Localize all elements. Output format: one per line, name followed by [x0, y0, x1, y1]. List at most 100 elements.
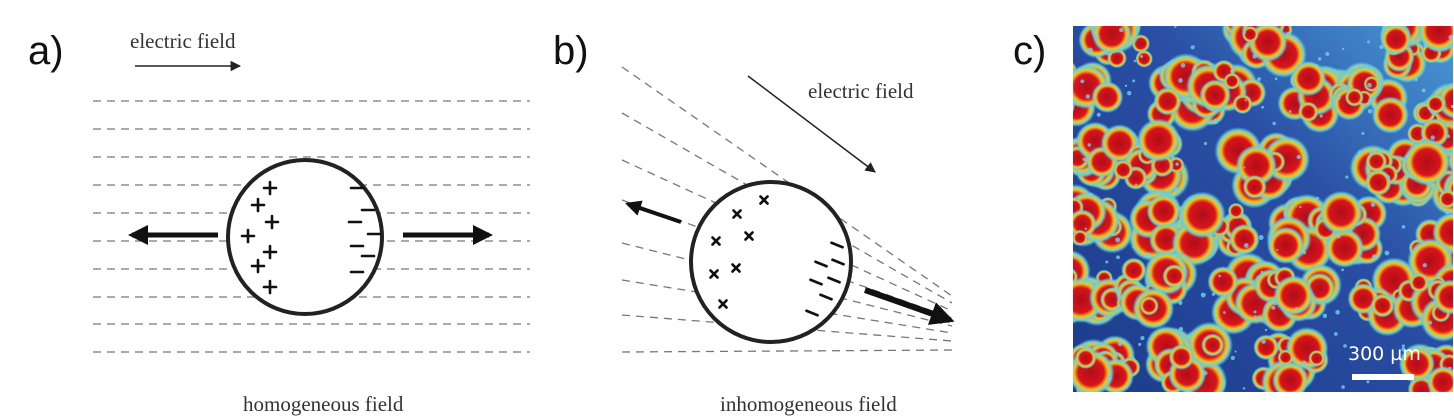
particle-dot — [1367, 82, 1372, 88]
particle-dot — [1212, 119, 1218, 125]
cluster-blob — [1135, 49, 1153, 68]
particle-dot — [1337, 96, 1341, 100]
particle-dot — [1317, 57, 1322, 61]
particle-dot — [1257, 315, 1261, 319]
cluster-blob — [1241, 26, 1259, 43]
cluster-blob — [1223, 72, 1241, 90]
particle-dot — [1105, 260, 1109, 264]
particle-dot — [1211, 292, 1216, 296]
particle-dot — [1401, 225, 1406, 229]
cluster-blob — [1365, 150, 1388, 173]
particle-dot — [1345, 175, 1349, 179]
panel-c: c) 300 µm — [1013, 26, 1453, 392]
cluster-blob — [1273, 275, 1314, 316]
cluster-blob — [1298, 101, 1319, 123]
particle-dot — [1115, 237, 1121, 243]
particle-dot — [1379, 44, 1384, 50]
particle-dot — [1358, 150, 1363, 155]
particle-dot — [1230, 355, 1235, 360]
particle-dot — [1401, 344, 1406, 348]
cluster-blob — [1235, 144, 1278, 187]
micrograph-image — [1052, 26, 1453, 392]
plus-charge — [262, 180, 278, 196]
minus-charge — [814, 260, 828, 268]
cluster-blob — [1073, 229, 1089, 246]
particle-dot — [1302, 251, 1307, 255]
particle-dot — [1301, 360, 1307, 366]
panel-b-label: b) — [553, 29, 589, 73]
minus-charge — [805, 309, 819, 317]
particle-dot — [1264, 328, 1268, 332]
particle-dot — [1341, 47, 1345, 51]
particle-dot — [1082, 149, 1086, 153]
particle-dot — [1270, 237, 1273, 240]
particle-dot — [1274, 77, 1278, 81]
field-line — [621, 112, 953, 304]
charges — [709, 195, 845, 317]
particle-dot — [1343, 344, 1347, 348]
particle-dot — [1253, 315, 1257, 319]
particle-dot — [1299, 205, 1302, 209]
plus-charge — [262, 279, 278, 295]
particle-dot — [1119, 27, 1124, 33]
particle-dot — [1203, 141, 1208, 146]
cluster-blob — [1425, 94, 1446, 114]
particle-dot — [1273, 367, 1276, 370]
cluster-blob — [1253, 334, 1280, 361]
particle-dot — [1253, 310, 1257, 314]
particle-dot — [1271, 305, 1276, 310]
panel-b-field-label: electric field — [808, 79, 914, 103]
particle-dot — [1080, 79, 1085, 84]
particle-dot — [1087, 143, 1091, 147]
particle-dot — [1132, 246, 1135, 249]
particle-dot — [1448, 366, 1452, 371]
panel-c-label: c) — [1013, 29, 1046, 73]
particle-dot — [1368, 98, 1374, 104]
particle-dot — [1296, 154, 1301, 160]
panel-a-caption: homogeneous field — [243, 392, 404, 416]
cluster-blob — [1370, 293, 1395, 318]
cluster-blob — [1228, 223, 1260, 255]
particle-dot — [1178, 78, 1183, 83]
particle-dot — [1272, 121, 1276, 126]
cluster-blob — [1409, 272, 1429, 293]
minus-charge — [830, 241, 844, 249]
particle-dot — [1116, 255, 1120, 260]
particle-dot — [1218, 274, 1221, 278]
particle-dot — [1286, 31, 1290, 36]
plus-charge — [709, 269, 719, 279]
particle-dot — [1180, 63, 1186, 68]
particle-dot — [1298, 94, 1303, 99]
particle-dot — [1124, 84, 1128, 87]
cluster-blob — [1168, 344, 1195, 370]
particle-dot — [1138, 342, 1142, 347]
plus-charge — [711, 236, 721, 246]
cluster-blob — [1267, 226, 1305, 265]
cluster-blob — [1052, 68, 1071, 87]
particle-dot — [1423, 42, 1428, 47]
minus-charge — [831, 258, 845, 266]
cluster-blob — [1399, 346, 1436, 382]
cluster-blob — [1232, 94, 1253, 115]
particle-dot — [1174, 26, 1177, 28]
particle-dot — [1243, 243, 1249, 248]
particle-dot — [1174, 187, 1179, 192]
cluster-blob — [1178, 191, 1226, 239]
particle-dot — [1258, 235, 1264, 240]
field-line — [621, 159, 953, 312]
particle-dot — [1085, 94, 1091, 99]
plus-charge — [759, 195, 769, 205]
particle-dot — [1325, 51, 1330, 56]
panel-b: b) electric field inhomogeneous field — [553, 29, 955, 416]
cluster-blob — [1146, 194, 1181, 229]
particle-dot — [1234, 350, 1237, 353]
particle-dot — [1244, 99, 1247, 102]
particle-dot — [1386, 175, 1391, 180]
particle-dot — [1222, 311, 1226, 314]
particle-dot — [1190, 45, 1195, 50]
particle-dot — [1273, 301, 1278, 306]
particle-dot — [1384, 250, 1390, 256]
particle-dot — [1128, 36, 1133, 41]
particle-dot — [1084, 227, 1087, 230]
particle-dot — [1221, 232, 1225, 236]
